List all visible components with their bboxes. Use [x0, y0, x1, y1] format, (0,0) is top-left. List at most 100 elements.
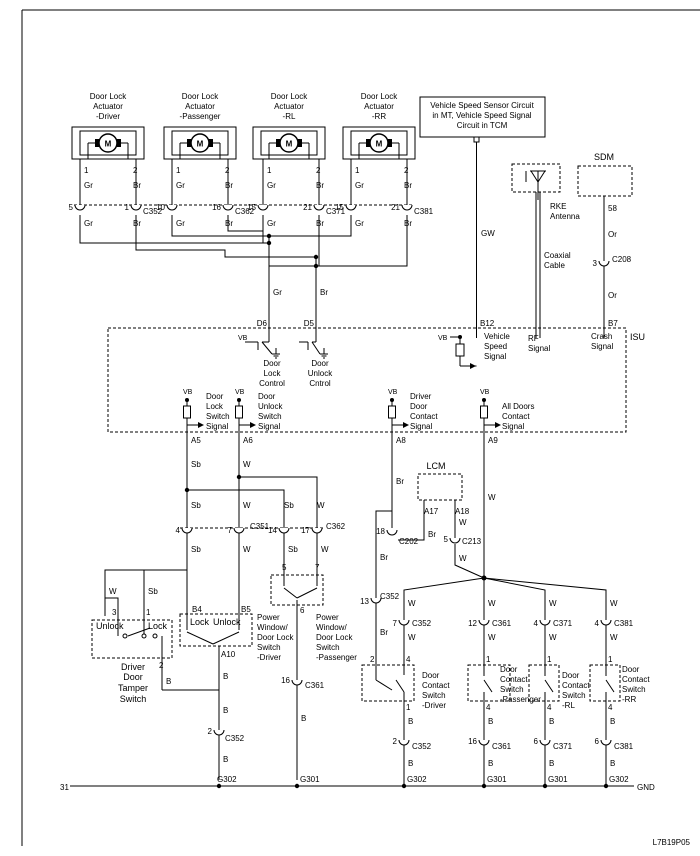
contact-rr-label-2: Contact	[622, 675, 650, 684]
contact-rr-label-4: -RR	[622, 695, 636, 704]
wire-color-label: Gr	[267, 181, 276, 190]
pin-label: B4	[192, 605, 202, 614]
pw-switch-driver-label-4: Switch	[257, 643, 281, 652]
pin-label: 1	[146, 608, 151, 617]
pin-label: B7	[608, 319, 618, 328]
pin-label: A9	[488, 436, 498, 445]
unlock-switch-signal-label-3: Switch	[258, 412, 282, 421]
wire-color-label: W	[549, 599, 557, 608]
pin-label: 1	[486, 655, 491, 664]
pin-label: 2	[370, 655, 375, 664]
connector-pin: 12	[468, 619, 477, 628]
driver-contact-signal-label-3: Contact	[410, 412, 438, 421]
contact-driver-label-2: Contact	[422, 681, 450, 690]
connector-pin: 13	[360, 597, 369, 606]
pw-switch-passenger-label-4: Switch	[316, 643, 340, 652]
connector-pin: 6	[595, 737, 600, 746]
pin-label: 4	[608, 703, 613, 712]
contact-passenger-label-4: -Passenger	[500, 695, 541, 704]
motor-glyph: M	[197, 140, 204, 149]
connector-pin: 7	[228, 526, 233, 535]
wire-color-label: Gr	[176, 181, 185, 190]
pin-label: A5	[191, 436, 201, 445]
pin-label: B12	[480, 319, 495, 328]
connector-pin: 7	[393, 619, 398, 628]
vehicle-speed-label: Vehicle	[484, 332, 510, 341]
cable-label: Coaxial	[544, 251, 571, 260]
connector-pin: 4	[534, 619, 539, 628]
wire-color-label: Sb	[191, 460, 201, 469]
wire-color-label: W	[243, 460, 251, 469]
vb-label: VB	[235, 389, 245, 396]
connector-id: C208	[612, 255, 632, 264]
wire-color-label: Br	[428, 530, 436, 539]
connector-pin: 4	[595, 619, 600, 628]
connector-id: C371	[326, 207, 346, 216]
figure-id: L7B19P05	[653, 838, 691, 847]
wire-color-label: Gr	[267, 219, 276, 228]
tamper-switch-label: Driver	[121, 662, 145, 672]
connector-pin: 16	[212, 203, 221, 212]
unlock-control-label-2: Unlock	[308, 369, 333, 378]
pin-label: 2	[404, 166, 409, 175]
pin-label: A18	[455, 507, 470, 516]
unlock-switch-signal-label: Door	[258, 392, 276, 401]
vss-label: Vehicle Speed Sensor Circuit	[430, 101, 534, 110]
tamper-switch-box	[91, 619, 173, 659]
ground-label: G301	[487, 775, 507, 784]
vb-label: VB	[438, 335, 448, 342]
sdm-label: SDM	[594, 152, 614, 162]
contact-rr-label-3: Switch	[622, 685, 646, 694]
connector-id: C352	[412, 619, 432, 628]
contact-rr-label: Door	[622, 665, 640, 674]
connector-id: C371	[553, 619, 573, 628]
wire-color-label: Or	[608, 230, 617, 239]
actuator-passenger-label-3: -Passenger	[180, 112, 221, 121]
connector-pin: 16	[281, 676, 290, 685]
wire-color-label: B	[549, 759, 554, 768]
cable-label-2: Cable	[544, 261, 565, 270]
pin-label: 2	[133, 166, 138, 175]
pin-label: A8	[396, 436, 406, 445]
rke-label: RKE	[550, 202, 566, 211]
wire-color-label: Gr	[176, 219, 185, 228]
wire-color-label: Gr	[273, 288, 282, 297]
wire-color-label: Gr	[355, 181, 364, 190]
pw-lock-label: Lock	[190, 617, 210, 627]
connector-id: C362	[235, 207, 255, 216]
wire-color-label: B	[301, 714, 306, 723]
pin-label: 1	[355, 166, 360, 175]
ground-label: G301	[300, 775, 320, 784]
vehicle-speed-label-2: Speed	[484, 342, 507, 351]
vb-label: VB	[183, 389, 193, 396]
tamper-unlock-label: Unlock	[96, 621, 124, 631]
pw-switch-driver-box	[179, 613, 253, 647]
connector-id: C362	[326, 522, 346, 531]
actuator-passenger: Door Lock Actuator -Passenger M 1 2 Gr B…	[163, 92, 237, 205]
wire-color-label: Br	[225, 219, 233, 228]
actuator-bus	[79, 215, 408, 338]
pin-label: 6	[300, 606, 305, 615]
driver-contact-signal-label-2: Door	[410, 402, 428, 411]
wire-color-label: W	[243, 545, 251, 554]
pin-label: D6	[257, 319, 268, 328]
connector-pin: 15	[247, 203, 256, 212]
pw-switch-driver-label-5: -Driver	[257, 653, 281, 662]
contact-passenger-label-3: Switch	[500, 685, 524, 694]
vb-label: VB	[388, 389, 398, 396]
connector-pin: 1	[125, 203, 130, 212]
lock-control-relay	[245, 338, 280, 359]
actuator-rr: Door Lock Actuator -RR M 1 2 Gr Br	[342, 92, 416, 205]
tamper-switch-label-2: Door	[123, 672, 143, 682]
door-contact-bus	[403, 577, 607, 620]
connector-id: C352	[143, 207, 163, 216]
vb-label: VB	[480, 389, 490, 396]
contact-driver-label: Door	[422, 671, 440, 680]
rke-label-2: Antenna	[550, 212, 580, 221]
ground-bus-left-label: 31	[60, 783, 69, 792]
unlock-control-relay	[299, 338, 328, 359]
pw-switch-driver-label: Power	[257, 613, 280, 622]
pin-label: A17	[424, 507, 439, 516]
wire-color-label: W	[610, 633, 618, 642]
pin-label: A6	[243, 436, 253, 445]
